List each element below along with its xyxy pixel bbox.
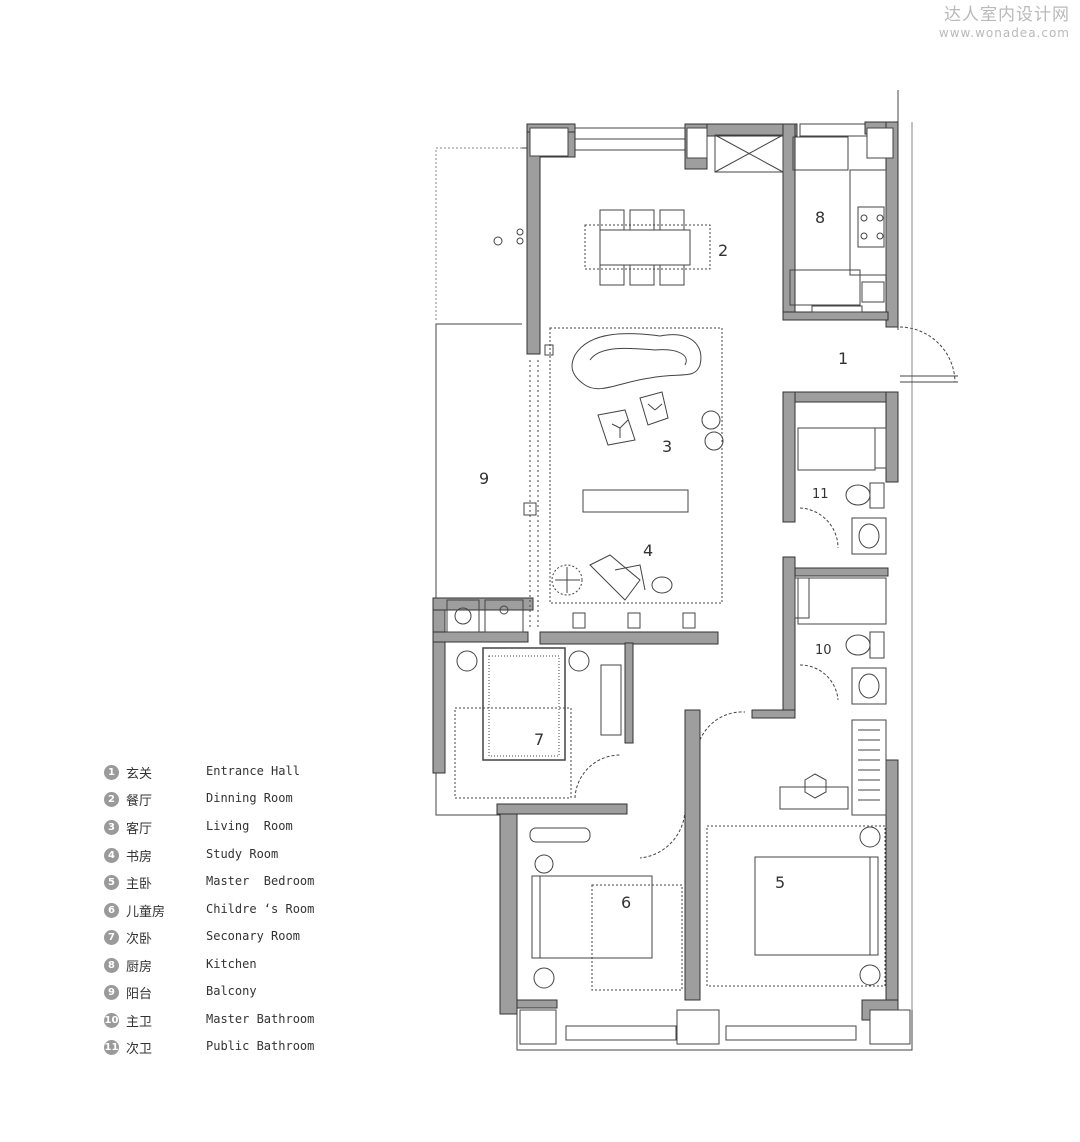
watermark-site-name: 达人室内设计网 — [944, 5, 1070, 25]
legend-number-badge: 7 — [104, 930, 119, 945]
legend-name-en: Entrance Hall — [206, 764, 300, 778]
legend-name-en: Childre ‘s Room — [206, 902, 315, 916]
legend-number-badge: 6 — [104, 903, 119, 918]
legend-number-badge: 10 — [104, 1013, 119, 1028]
master-bedroom-furniture — [699, 711, 887, 987]
window-top-kitchen — [799, 123, 871, 137]
legend-number-badge: 9 — [104, 985, 119, 1000]
bathroom-11-fixtures — [797, 427, 887, 555]
bathroom-10-fixtures — [794, 577, 887, 705]
room-number-9: 9 — [479, 469, 489, 488]
entrance-door-arc — [899, 326, 956, 383]
room-number-3: 3 — [662, 437, 672, 456]
room-number-7: 7 — [534, 730, 544, 749]
legend-name-cn: 玄关 — [126, 767, 153, 782]
balcony-laundry — [446, 599, 524, 633]
legend-name-cn: 厨房 — [126, 960, 153, 975]
legend-number-badge: 1 — [104, 765, 119, 780]
dining-table — [493, 209, 711, 286]
room-number-10: 10 — [815, 643, 832, 658]
room-number-1: 1 — [838, 349, 848, 368]
room-number-4: 4 — [643, 541, 653, 560]
room-number-8: 8 — [815, 208, 825, 227]
balcony-rail — [435, 323, 522, 816]
legend-number-badge: 3 — [104, 820, 119, 835]
legend-name-en: Balcony — [206, 984, 257, 998]
kitchen-fixtures — [714, 134, 887, 313]
legend-name-en: Master Bedroom — [206, 874, 315, 888]
legend-name-cn: 书房 — [126, 850, 153, 865]
legend-number-badge: 4 — [104, 848, 119, 863]
childrens-room-furniture — [529, 809, 686, 991]
legend-name-en: Study Room — [206, 847, 279, 861]
room-number-11: 11 — [812, 487, 829, 502]
legend-name-cn: 次卫 — [126, 1042, 153, 1057]
legend-name-en: Public Bathroom — [206, 1039, 315, 1053]
secondary-room-furniture — [454, 647, 622, 799]
legend-name-en: Living Room — [206, 819, 293, 833]
legend-number-badge: 5 — [104, 875, 119, 890]
legend-name-cn: 次卧 — [126, 932, 153, 947]
legend-number-badge: 11 — [104, 1040, 119, 1055]
legend-name-cn: 阳台 — [126, 987, 153, 1002]
room-number-6: 6 — [621, 893, 631, 912]
watermark-url: www.wonadea.com — [938, 26, 1070, 40]
room-number-5: 5 — [775, 873, 785, 892]
legend-name-cn: 主卫 — [126, 1015, 153, 1030]
legend-name-en: Kitchen — [206, 957, 257, 971]
living-room-furniture — [523, 327, 724, 630]
legend-name-en: Master Bathroom — [206, 1012, 315, 1026]
legend-number-badge: 2 — [104, 792, 119, 807]
balcony-dashed-boundary — [435, 147, 522, 322]
room-number-labels: 1 2 3 4 5 6 7 8 9 10 11 — [479, 208, 848, 912]
legend-name-cn: 儿童房 — [126, 905, 166, 920]
legend-name-cn: 餐厅 — [126, 794, 153, 809]
legend-number-badge: 8 — [104, 958, 119, 973]
room-number-2: 2 — [718, 241, 728, 260]
legend-name-en: Dinning Room — [206, 791, 293, 805]
legend-name-en: Seconary Room — [206, 929, 300, 943]
legend-name-cn: 客厅 — [126, 822, 153, 837]
watermark: 达人室内设计网 www.wonadea.com — [939, 4, 1070, 40]
legend-name-cn: 主卧 — [126, 877, 153, 892]
